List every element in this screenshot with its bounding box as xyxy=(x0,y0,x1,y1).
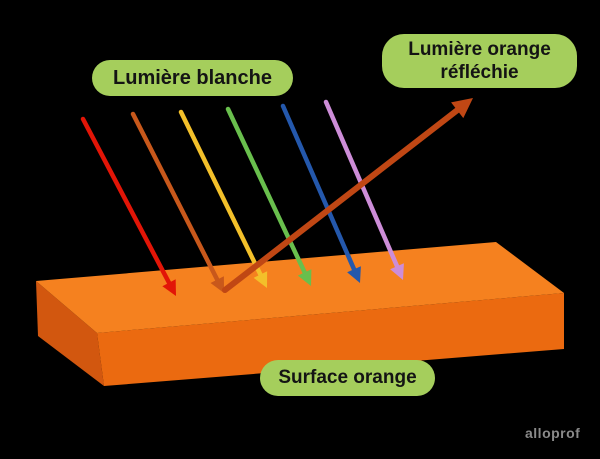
label-reflected-orange-light: Lumière orange réfléchie xyxy=(382,34,577,88)
label-orange-surface-text: Surface orange xyxy=(278,367,417,389)
incident-ray-red-arrow xyxy=(80,116,176,296)
orange-surface-left-face xyxy=(36,281,104,386)
label-white-light-text: Lumière blanche xyxy=(113,66,272,89)
label-reflected-orange-light-line2: réfléchie xyxy=(440,62,519,83)
incident-ray-yellow-arrow xyxy=(178,109,268,288)
orange-surface-front-face xyxy=(97,293,564,386)
label-reflected-orange-light-line1: Lumière orange xyxy=(408,38,551,60)
incident-ray-orange-arrow xyxy=(130,111,224,293)
alloprof-watermark: alloprof xyxy=(525,425,581,441)
orange-surface-top-face xyxy=(36,242,564,333)
incident-ray-green-arrow xyxy=(225,106,312,286)
label-white-light: Lumière blanche xyxy=(92,60,293,96)
incident-ray-blue-arrow xyxy=(280,103,361,283)
reflected-ray-orange-arrow xyxy=(222,98,473,293)
label-orange-surface: Surface orange xyxy=(260,360,435,396)
